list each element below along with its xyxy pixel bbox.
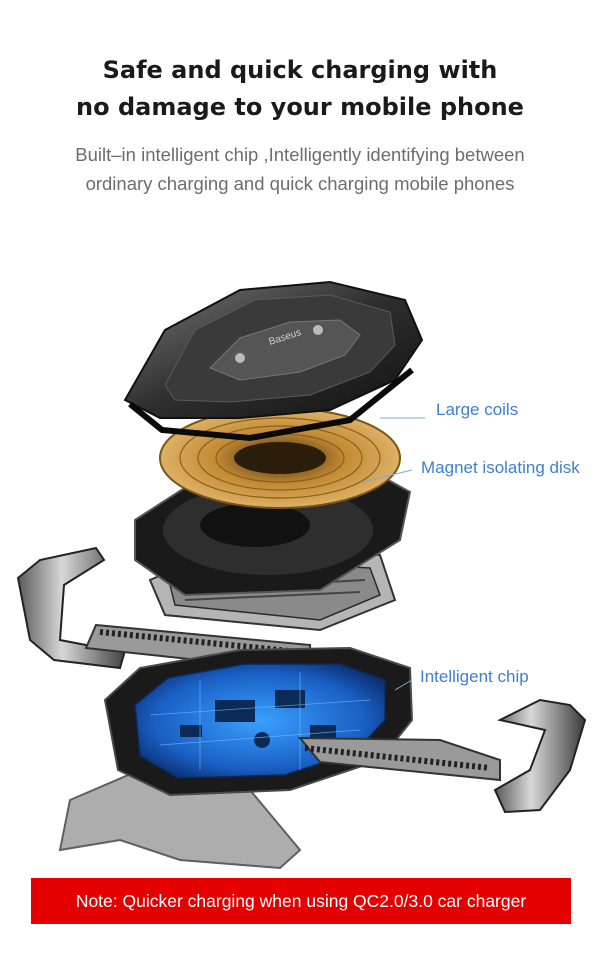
subheadline-line-2: ordinary charging and quick charging mob…: [85, 173, 515, 194]
copper-coil: [159, 407, 401, 509]
callout-intelligent-chip: Intelligent chip: [420, 667, 529, 686]
circuit-board-tray: [103, 646, 414, 797]
charging-plate: Baseus: [123, 280, 424, 442]
subheadline-line-1: Built–in intelligent chip ,Intelligently…: [75, 144, 525, 165]
callout-leaders: [361, 417, 425, 691]
subheadline: Built–in intelligent chip ,Intelligently…: [0, 140, 600, 198]
callout-large-coils: Large coils: [436, 400, 519, 419]
callout-magnet-isolating-disk: Magnet isolating disk: [421, 458, 580, 477]
charger-note-banner: Note: Quicker charging when using QC2.0/…: [31, 878, 571, 924]
right-cradle-arm: [297, 698, 587, 814]
headline: Safe and quick charging with no damage t…: [0, 52, 600, 126]
headline-line-1: Safe and quick charging with: [102, 56, 498, 84]
headline-line-2: no damage to your mobile phone: [76, 93, 524, 121]
